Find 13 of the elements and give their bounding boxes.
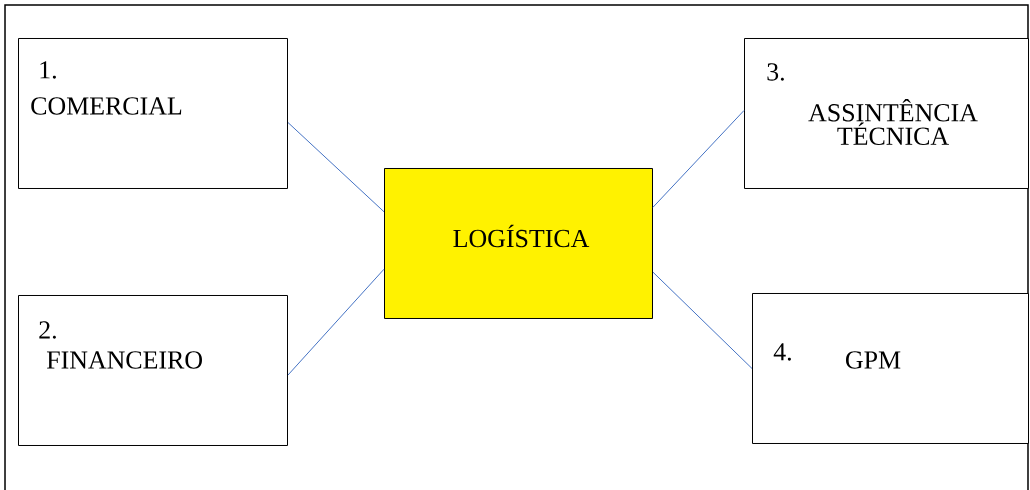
- connector-line: [287, 268, 385, 376]
- central-box: LOGÍSTICA: [384, 168, 653, 319]
- connector-line: [287, 122, 385, 213]
- department-box: 1. COMERCIAL: [18, 38, 288, 189]
- connector-line: [652, 271, 753, 369]
- connector-line: [652, 110, 745, 208]
- department-box: 2. FINANCEIRO: [18, 295, 288, 446]
- node-label: GPM: [845, 351, 901, 369]
- department-box: 4. GPM: [752, 293, 1029, 444]
- node-label: 4.: [773, 343, 791, 361]
- node-label: 3.: [767, 63, 784, 81]
- node-label: ASSINTÊNCIA TÉCNICA: [808, 99, 978, 145]
- department-box: 3. ASSINTÊNCIA TÉCNICA: [744, 38, 1029, 189]
